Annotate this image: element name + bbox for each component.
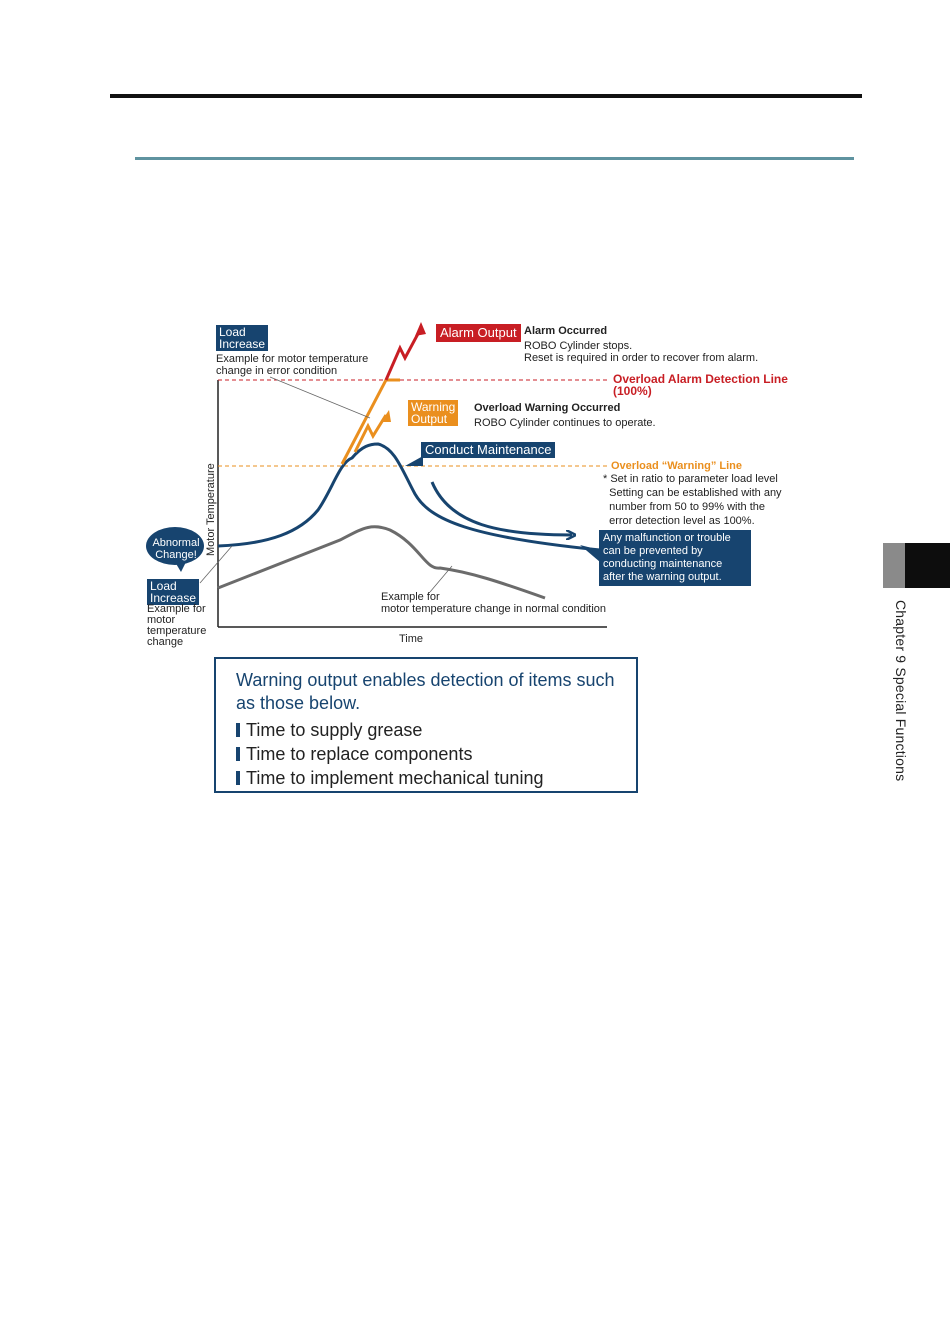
warning-occurred-label: Overload Warning Occurred: [474, 402, 621, 414]
chapter-tab-marker-light: [883, 543, 905, 588]
abnormal-change-pointer: [175, 562, 186, 572]
bullet-bar: [236, 723, 240, 737]
load-increase-tag: Load Increase: [216, 325, 269, 351]
alarm-occurred-label: Alarm Occurred: [524, 325, 608, 337]
warning-line-label: Overload “Warning” Line: [611, 460, 742, 472]
error-example-leader: [269, 376, 371, 419]
alarm-output-tag: Alarm Output: [436, 324, 521, 342]
alarm-description: ROBO Cylinder stops. Reset is required i…: [524, 340, 759, 364]
alarm-line-label: Overload Alarm Detection Line (100%): [613, 372, 788, 398]
warning-line-note: * Set in ratio to parameter load level S…: [603, 473, 782, 527]
info-box-intro: Warning output enables detection of item…: [236, 670, 615, 713]
info-item-text: Time to implement mechanical tuning: [246, 768, 544, 788]
normal-example-leader: [429, 565, 453, 593]
info-item-components: Time to replace components: [236, 744, 472, 764]
abnormal-change-label: Abnormal Change!: [152, 537, 200, 561]
maintenance-effect-arrow: [430, 481, 572, 535]
x-axis-label: Time: [399, 633, 424, 645]
maintained-temperature-curve: [217, 442, 601, 552]
warning-description: ROBO Cylinder continues to operate.: [474, 417, 656, 429]
load-example-leader: [199, 545, 233, 584]
malfunction-pointer: [580, 545, 600, 562]
header-rule: [110, 94, 862, 98]
info-item-text: Time to supply grease: [246, 720, 423, 740]
load-example-label: Example for motor temperature change: [147, 603, 207, 648]
warning-zigzag: [353, 414, 388, 453]
error-condition-example-label: Example for motor temperature change in …: [216, 353, 369, 377]
abnormal-change-bubble: [146, 527, 204, 565]
chapter-tab-label: Chapter 9 Special Functions: [893, 600, 909, 782]
malfunction-prevention-note: Any malfunction or trouble can be preven…: [599, 530, 751, 586]
alarm-zigzag: [384, 329, 422, 381]
section-rule: [135, 157, 854, 160]
info-item-tuning: Time to implement mechanical tuning: [236, 768, 543, 788]
normal-temperature-curve: [217, 525, 546, 600]
bullet-bar: [236, 771, 240, 785]
chapter-tab-marker-dark: [905, 543, 950, 588]
conduct-maintenance-pointer: [405, 456, 423, 466]
warning-arrowhead: [381, 410, 391, 422]
conduct-maintenance-tag: Conduct Maintenance: [421, 442, 556, 458]
y-axis-label: Motor Temperature: [205, 463, 217, 556]
normal-condition-example-label: Example for motor temperature change in …: [381, 591, 607, 615]
warning-output-tag: Warning Output: [408, 400, 459, 426]
info-item-text: Time to replace components: [246, 744, 473, 764]
info-item-grease: Time to supply grease: [236, 720, 422, 740]
alarm-arrowhead: [415, 322, 426, 336]
bullet-bar: [236, 747, 240, 761]
warning-info-box: Warning output enables detection of item…: [214, 657, 638, 793]
load-increase-tag-bottom: Load Increase: [147, 579, 200, 605]
